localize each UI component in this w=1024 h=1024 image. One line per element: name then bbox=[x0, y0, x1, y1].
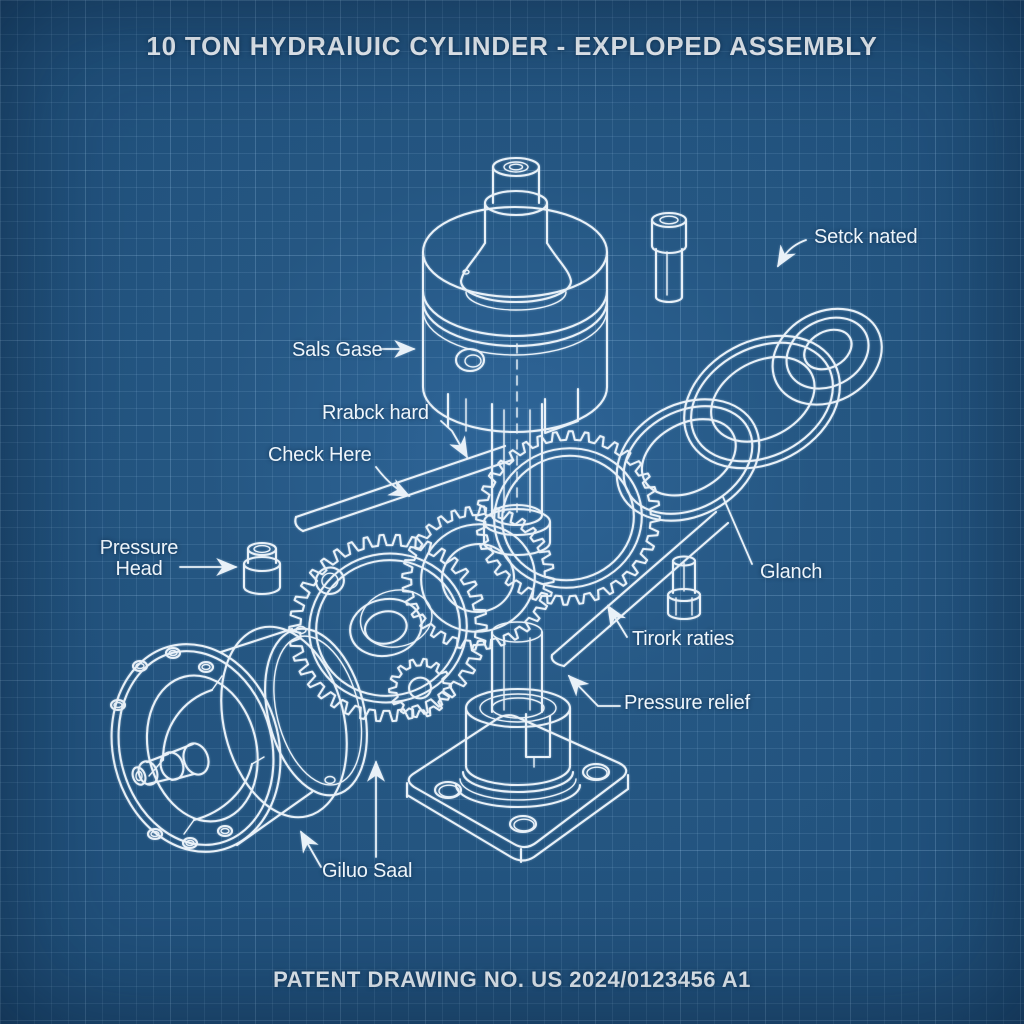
label-pressure-head: Pressure Head bbox=[99, 537, 179, 580]
frame-strut bbox=[550, 510, 730, 668]
piston-rod bbox=[482, 343, 552, 714]
label-setck-nated: Setck nated bbox=[814, 226, 918, 248]
label-rrabck-hard: Rrabck hard bbox=[322, 402, 429, 424]
label-tirork-raties: Tirork raties bbox=[632, 628, 735, 650]
leader-lines bbox=[179, 239, 807, 868]
port-plug bbox=[242, 541, 282, 596]
leader-glanch bbox=[722, 496, 753, 565]
leader-setck-nated bbox=[777, 239, 807, 268]
piston-assembly bbox=[421, 156, 609, 435]
leader-check-here bbox=[375, 466, 411, 497]
gland-cup bbox=[771, 307, 883, 406]
drawing-title: 10 TON HYDRAlUIC CYLINDER - EXPLOPED ASS… bbox=[146, 31, 878, 61]
leader-rrabck-hard bbox=[440, 420, 468, 459]
leader-pressure-relief bbox=[567, 674, 621, 707]
leader-tirork-raties bbox=[607, 604, 628, 638]
label-check-here: Check Here bbox=[268, 444, 372, 466]
gear-cluster bbox=[288, 430, 730, 723]
leader-giluo-saal-1 bbox=[300, 830, 322, 868]
label-pressure-relief: Pressure relief bbox=[624, 692, 750, 714]
set-bolt bbox=[666, 555, 702, 621]
label-sals-gase: Sals Gase bbox=[292, 339, 383, 361]
label-glanch: Glanch bbox=[760, 561, 823, 583]
label-giluo-saal: Giluo Saal bbox=[322, 860, 413, 882]
patent-number: PATENT DRAWING NO. US 2024/0123456 A1 bbox=[273, 967, 751, 992]
end-cap-housing bbox=[109, 625, 368, 853]
base-flange bbox=[405, 687, 630, 864]
dowel-pin bbox=[650, 211, 688, 304]
